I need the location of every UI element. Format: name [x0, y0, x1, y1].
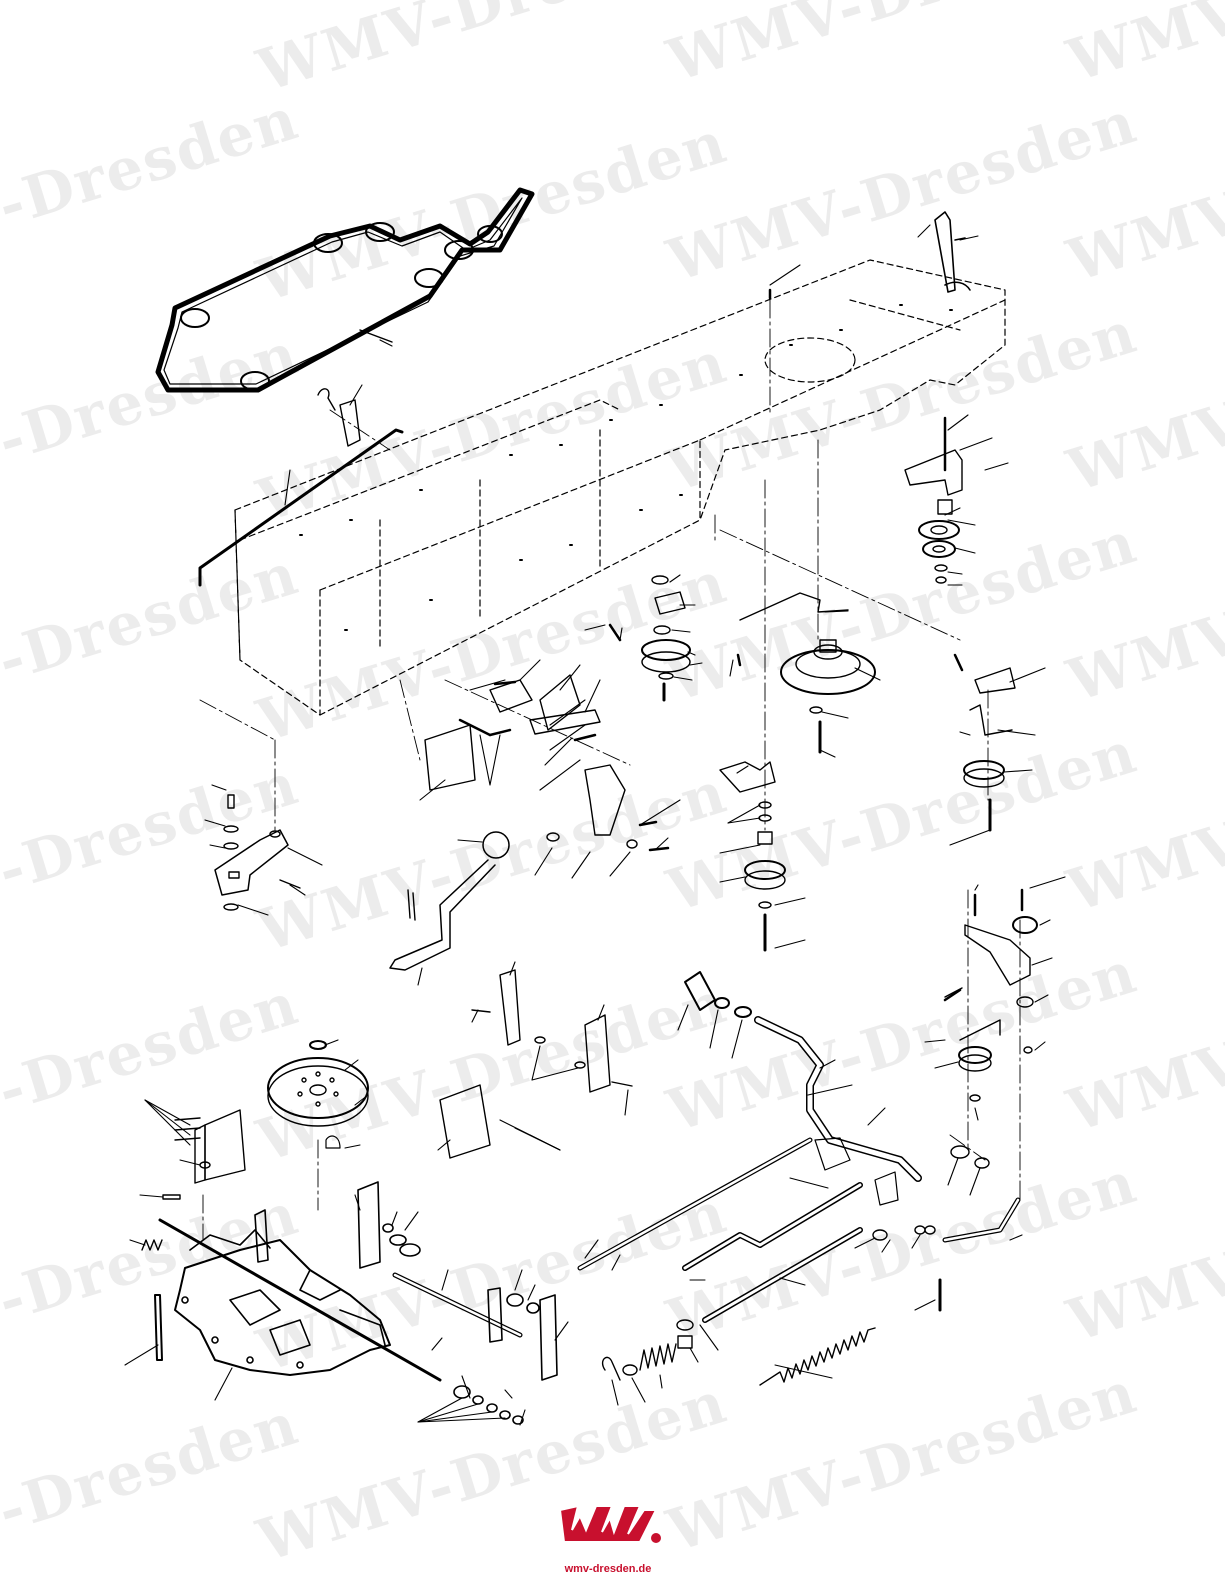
rod-icon: [577, 971, 1021, 1323]
v-belt-icon: [155, 187, 535, 393]
frame-icon: [234, 259, 1006, 716]
rod-icon: [934, 211, 971, 293]
pulley-icon: [641, 575, 691, 702]
pulley-icon: [904, 416, 963, 584]
pulley-icon: [739, 592, 876, 754]
pulley-icon: [267, 1040, 369, 1149]
transaxle-icon: [154, 1209, 442, 1382]
callout-leaders: [124, 224, 1066, 1426]
pulley-icon: [719, 761, 786, 952]
axle-assembly: [357, 1181, 558, 1425]
brake-plate: [214, 794, 301, 911]
spring-icon: [141, 1239, 876, 1386]
assembly-lines: [199, 299, 1021, 1241]
pulley-icon: [963, 667, 1016, 832]
frame-holes: [299, 304, 953, 631]
bracket-group: [424, 674, 638, 849]
shift-rod: [198, 428, 404, 587]
clip-bracket: [317, 388, 361, 447]
wmv-logo-icon: [558, 1504, 661, 1543]
logo-caption: wmv-dresden.de: [564, 1563, 652, 1575]
bracket-group: [944, 916, 1038, 1102]
shifter-lever: [389, 831, 510, 971]
bolt-icon: [458, 288, 1024, 1002]
bracket-group: [162, 1109, 246, 1200]
washer-icon: [872, 1145, 990, 1312]
